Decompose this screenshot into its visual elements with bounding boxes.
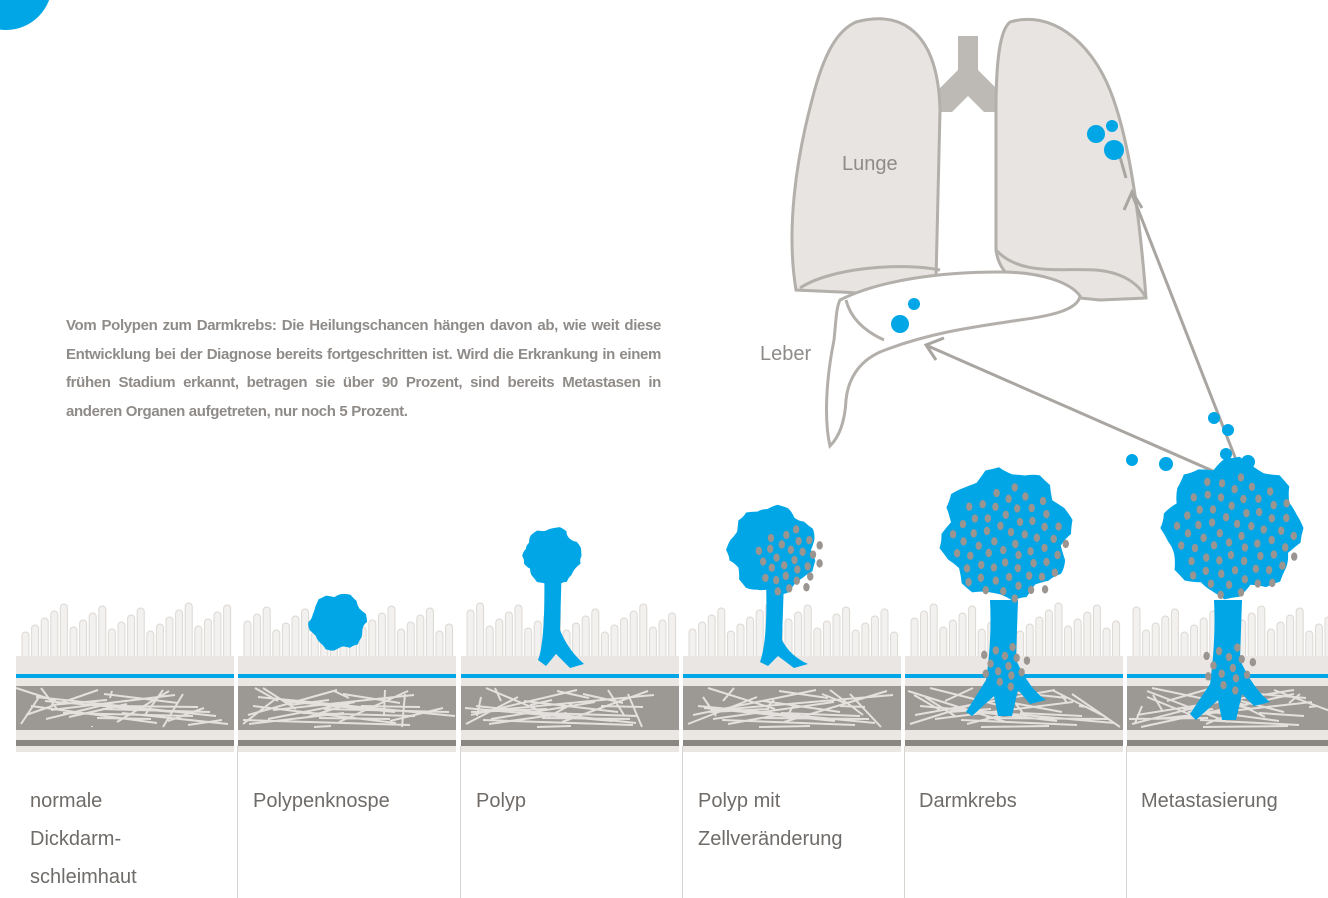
stage-label-normal: normale Dickdarm-schleimhaut <box>30 782 180 896</box>
stage-label-bud: Polypenknospe <box>253 782 463 820</box>
tissue-strip <box>461 603 679 752</box>
tissue-strips <box>16 603 1328 752</box>
liver-illustration: Leber <box>760 272 1080 446</box>
stage-divider <box>237 746 238 898</box>
arrow-to-liver <box>928 346 1238 482</box>
stage-divider <box>1126 746 1127 898</box>
stage-divider <box>904 746 905 898</box>
stage-label-dysplasia: Polyp mit Zellveränderung <box>698 782 878 858</box>
stage-divider <box>682 746 683 898</box>
stage-label-cancer: Darmkrebs <box>919 782 1129 820</box>
tissue-strip <box>683 603 901 752</box>
stage-divider <box>460 746 461 898</box>
stage-label-polyp: Polyp <box>476 782 686 820</box>
trachea <box>936 36 1000 112</box>
lungs-illustration: Lunge <box>792 19 1146 300</box>
tissue-strip <box>16 603 234 752</box>
liver-label: Leber <box>760 343 811 365</box>
stage-label-metastasis: Metastasierung <box>1141 782 1328 820</box>
right-lung <box>996 19 1146 300</box>
liver <box>827 272 1080 446</box>
lung-label: Lunge <box>842 153 898 175</box>
